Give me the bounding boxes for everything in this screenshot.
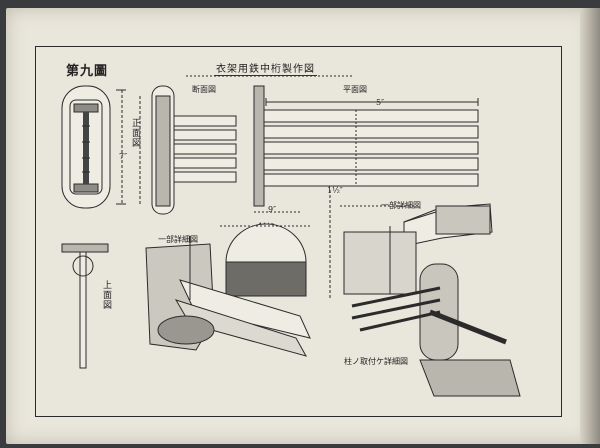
label-side-view: 断面図: [192, 85, 216, 94]
small-detail-drawing: [329, 190, 417, 300]
label-mount-detail: 柱ノ取付ケ詳細図: [344, 357, 408, 366]
dim-width-small: 9″: [268, 205, 277, 214]
drawing-title: 衣架用鉄中桁製作図: [214, 60, 317, 76]
drawing-frame: [35, 46, 562, 417]
part-detail-left-drawing: [145, 236, 311, 357]
dim-height-small: 1½″: [327, 186, 343, 195]
book-spine: [580, 8, 600, 444]
plan-view-drawing: [253, 85, 479, 213]
label-part-detail-left: 一部詳細図: [158, 235, 198, 244]
top-view-drawing: [61, 243, 109, 369]
label-front-view: 正面図: [130, 118, 140, 148]
label-top-view: 上面図: [101, 280, 111, 310]
plate-label: 第九圖: [66, 64, 109, 79]
side-view-drawing: [139, 85, 237, 215]
dim-height-front: 7″: [119, 152, 128, 161]
half-round-drawing: [220, 223, 312, 297]
part-detail-upper-drawing: [403, 203, 493, 247]
mount-detail-drawing: [351, 263, 521, 397]
label-plan-view: 平面図: [343, 85, 367, 94]
front-view-drawing: [61, 85, 126, 209]
